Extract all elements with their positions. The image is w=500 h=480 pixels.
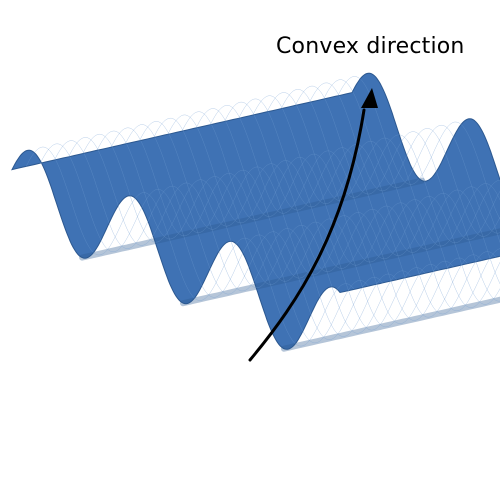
surface-mesh-line xyxy=(224,101,500,302)
surface-mesh-line xyxy=(96,130,426,331)
wavy-surface xyxy=(11,72,500,352)
arrow-shaft xyxy=(248,108,366,362)
surface-body xyxy=(11,72,500,350)
surface-mesh-line xyxy=(111,127,440,328)
surface-mesh-line xyxy=(153,117,482,318)
surface-mesh-line xyxy=(252,95,500,250)
arrow-head xyxy=(361,88,378,108)
surface-mesh-line xyxy=(40,143,369,344)
surface-mesh-line xyxy=(196,108,500,308)
surface-mesh-line xyxy=(167,114,496,315)
surface-mesh-line xyxy=(82,133,411,334)
surface-mesh-line xyxy=(281,89,500,244)
surface-mesh-line xyxy=(26,146,355,347)
surface-mesh-line xyxy=(309,82,500,237)
surface-mesh-line xyxy=(54,140,383,340)
surface-mesh-line xyxy=(139,121,468,321)
convex-direction-arrow xyxy=(248,88,378,362)
surface-mesh-line xyxy=(68,137,397,337)
surface-mesh-line xyxy=(295,85,500,240)
surface-mesh-line xyxy=(125,124,454,324)
surface-mesh-line xyxy=(210,105,500,305)
convex-direction-label: Convex direction xyxy=(276,34,465,59)
surface-mesh-line xyxy=(181,111,500,312)
surface-mesh-line xyxy=(323,79,500,234)
surface-mesh-line xyxy=(337,76,500,220)
surface-mesh-line xyxy=(266,92,500,247)
surface-mesh-line xyxy=(238,98,500,285)
